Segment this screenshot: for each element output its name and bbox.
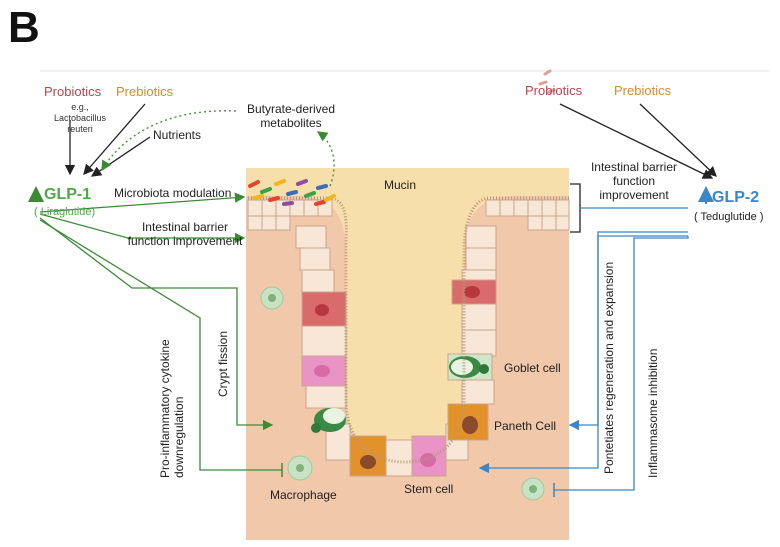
crypt-fission-label: Crypt fission [216, 330, 230, 397]
crypt-lumen [246, 168, 569, 462]
inflammasome-label: Inflammasome inhibition [646, 348, 660, 478]
arrow-bacteria-butyrate [316, 131, 335, 187]
inhibit-glp1-macrophage [39, 219, 282, 471]
arrow-glp2-stem [478, 235, 688, 474]
bacteria [248, 179, 336, 206]
right-prebiotics-label: Prebiotics [614, 83, 672, 98]
microbiota-modulation-label: Microbiota modulation [114, 186, 232, 200]
left-prebiotics-label: Prebiotics [116, 84, 174, 99]
inhibit-glp2-inflammasome [554, 236, 689, 491]
macrophage-cells [260, 286, 545, 501]
glp2-drug-label: ( Teduglutide ) [694, 211, 764, 223]
potentiates-label: Pontetiates regeneration and expansion [602, 261, 616, 474]
right-barrier-improvement-label: Intestinal barrier function improvement [590, 160, 678, 202]
epithelium [247, 199, 570, 477]
glp2-label: GLP-2 [712, 189, 760, 206]
nutrients-label: Nutrients [153, 128, 202, 142]
arrow-prebiotics-glp2 [639, 103, 717, 177]
goblet-cell-right [449, 356, 489, 378]
arrow-glp1-microbiota [39, 192, 246, 213]
goblet-cell-left [311, 408, 346, 433]
left-barrier-improvement-label: Intestinal barrier function improvement [127, 220, 243, 248]
barrier-bracket [570, 183, 581, 233]
arrow-butyrate-glp1 [101, 110, 237, 172]
right-probiotics-label: Probiotics [525, 83, 583, 98]
cytokine-downregulation-label: Pro-inflammatory cytokine downregulation [158, 339, 186, 478]
butyrate-label: Butyrate-derived metabolites [246, 102, 336, 130]
paneth-cell-label: Paneth Cell [494, 419, 557, 433]
left-probiotics-label: Probiotics [44, 84, 102, 99]
goblet-cell-label: Goblet cell [504, 361, 561, 375]
macrophage-label: Macrophage [270, 488, 337, 502]
stem-cell-label: Stem cell [404, 482, 454, 496]
arrow-prebiotics-glp1 [83, 103, 146, 175]
arrow-glp1-crypt [39, 217, 274, 431]
probiotics-example: e.g., Lactobacillus reuteri [53, 102, 107, 134]
arrow-glp2-paneth [568, 231, 688, 431]
glp1-label: GLP-1 [44, 186, 92, 203]
arrow-nutrients-glp1 [90, 136, 151, 177]
arrow-probiotics-glp2 [559, 103, 714, 179]
arrow-glp1-barrier [39, 213, 246, 244]
mucin-label: Mucin [384, 178, 417, 192]
glp1-drug-label: ( Liraglutide) [34, 206, 96, 218]
cell-nuclei [315, 286, 480, 316]
panel-letter: B [8, 3, 40, 52]
bacteria-top-right [538, 69, 556, 94]
